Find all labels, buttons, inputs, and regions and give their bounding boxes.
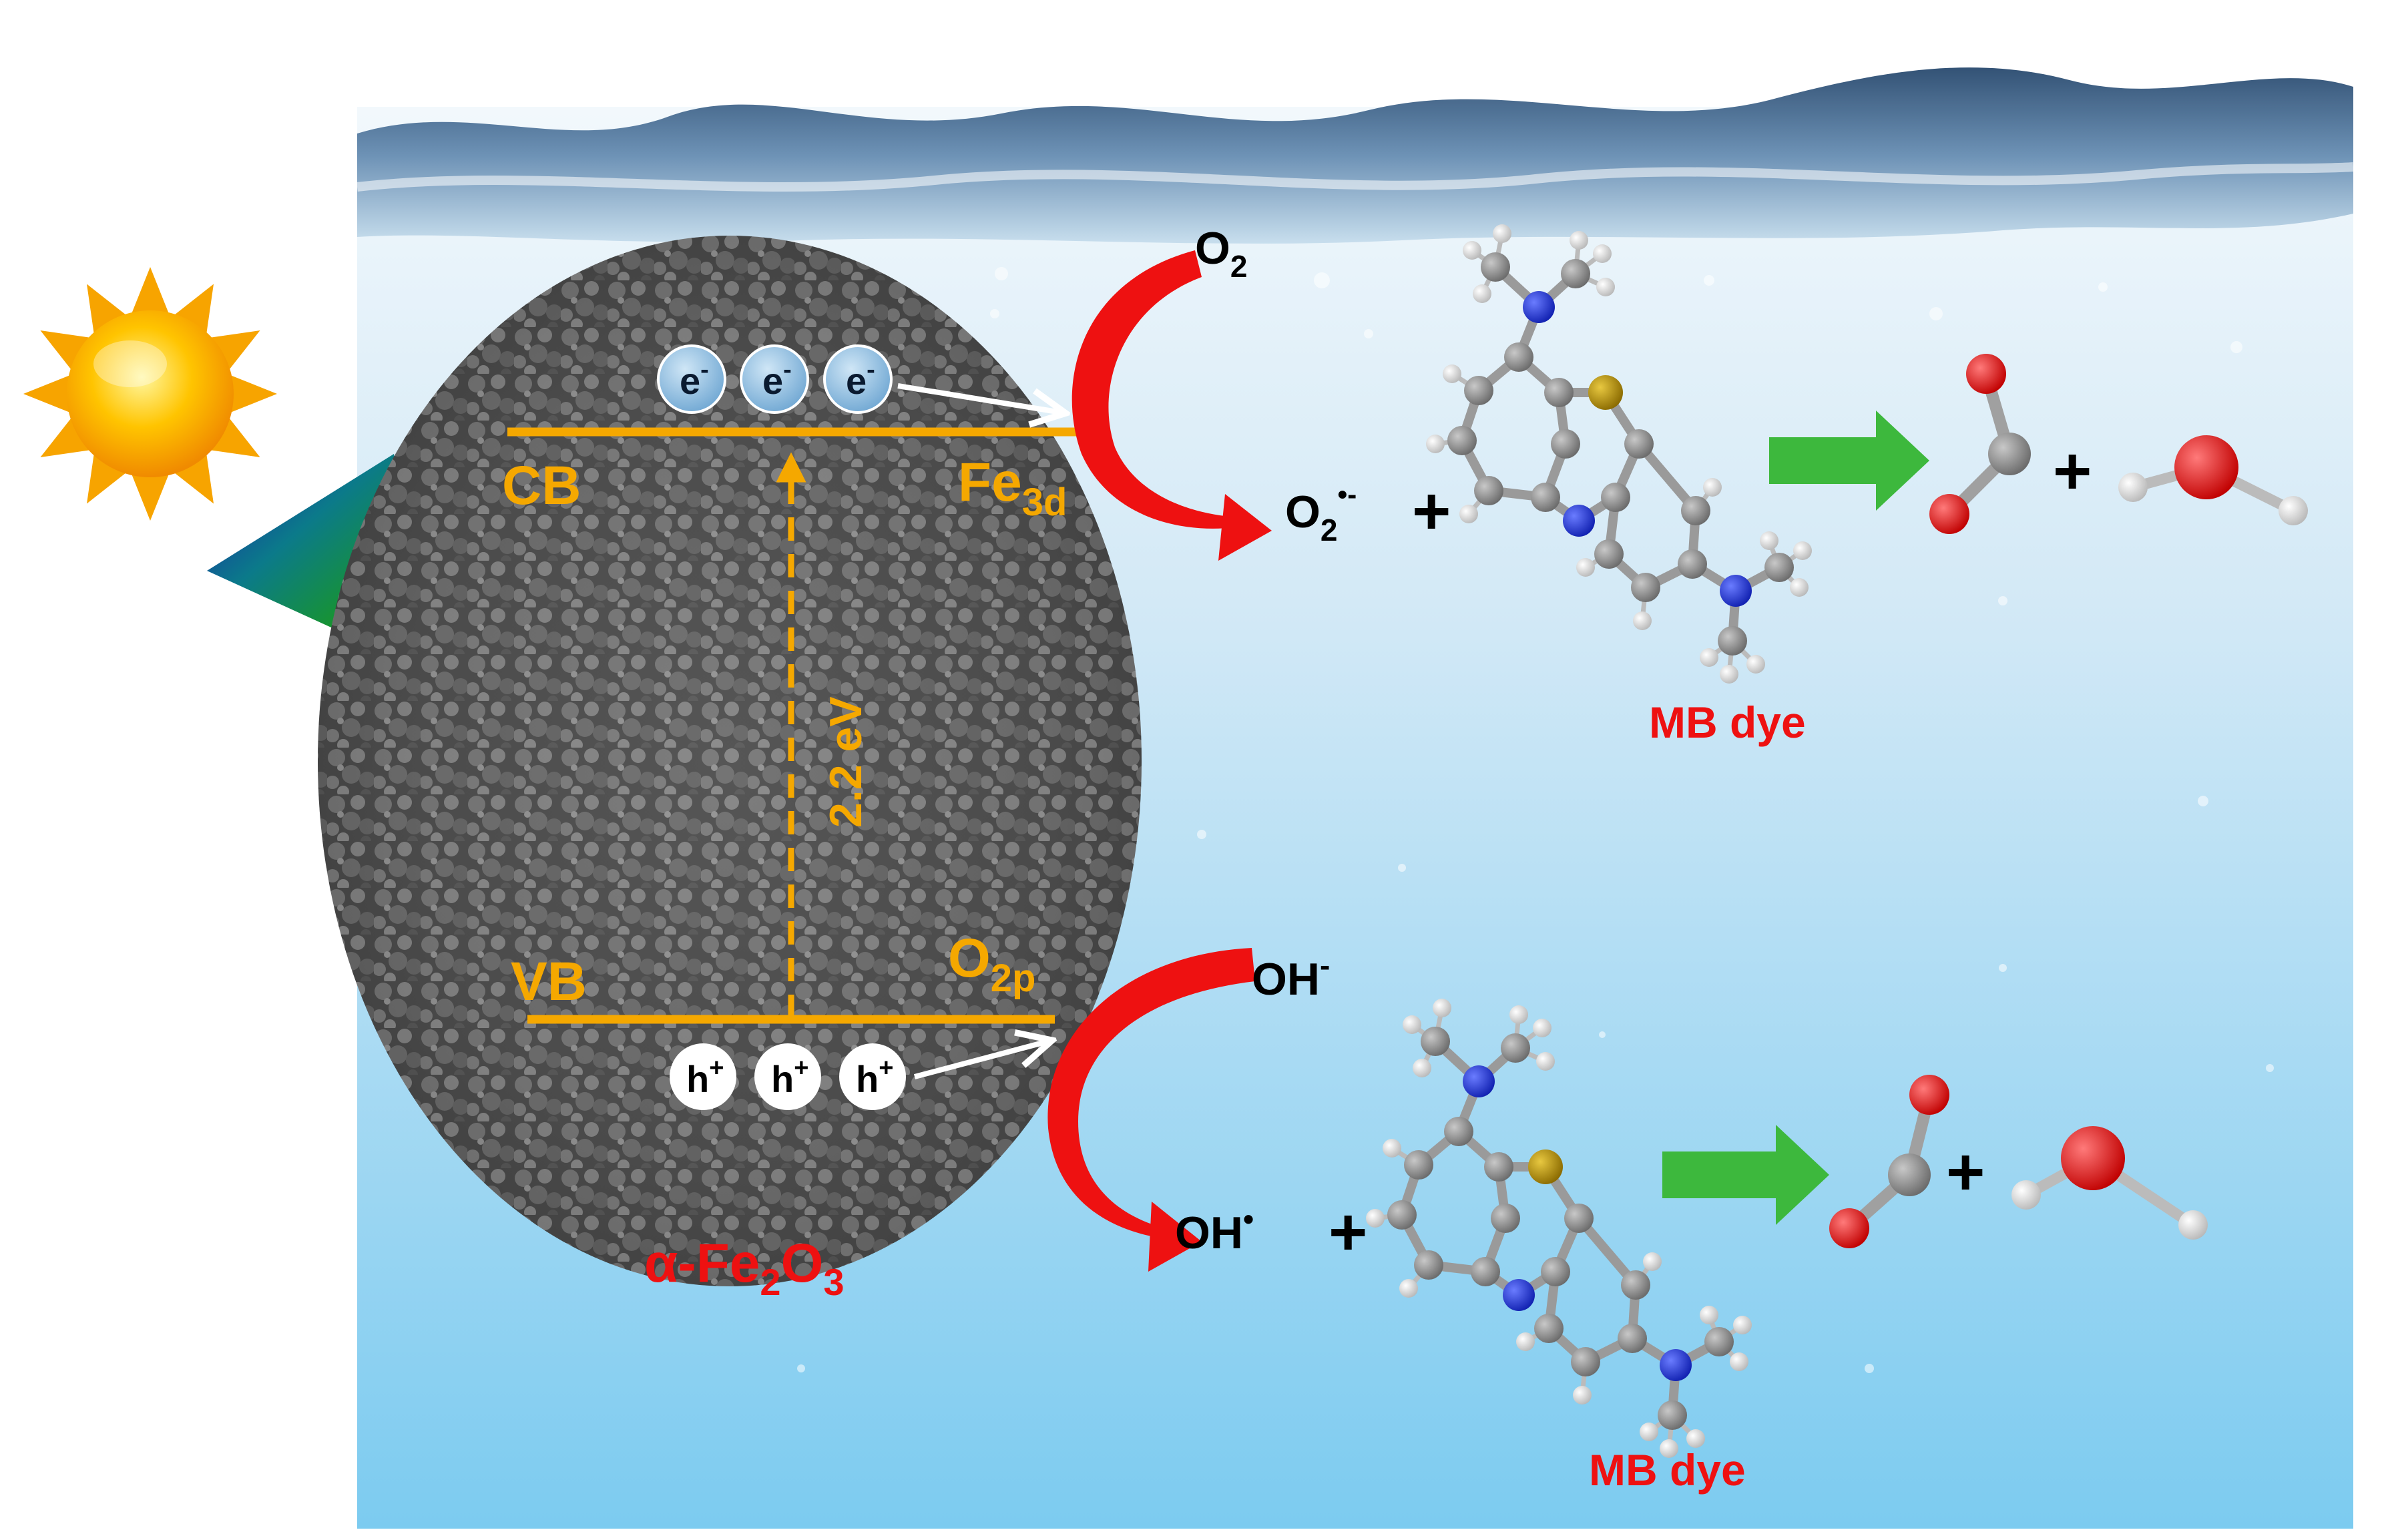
band-gap-label: 2.2 eV: [820, 696, 871, 828]
svg-text:h+: h+: [856, 1054, 893, 1100]
electron-transfer-arrow: [897, 383, 1061, 413]
o2p-label: O2p: [948, 928, 1035, 1000]
hydroxyl-radical-label: OH•: [1175, 1202, 1254, 1258]
mb-dye-label-top: MB dye: [1649, 698, 1806, 747]
reduction-curved-arrow: [1071, 250, 1272, 561]
mb-dye-molecule-bottom: [1366, 999, 1752, 1458]
electrons: e- e- e-: [657, 344, 893, 414]
hematite-particle: [318, 236, 1142, 1286]
co2-molecule-top: [1929, 354, 2031, 534]
mb-dye-label-bottom: MB dye: [1589, 1445, 1746, 1495]
plus-sign-top-products: +: [2053, 434, 2092, 509]
hydroxide-label: OH-: [1252, 948, 1330, 1005]
hole: h+: [670, 1043, 736, 1110]
fe3d-label: Fe3d: [958, 452, 1067, 524]
svg-text:e-: e-: [680, 356, 709, 402]
co2-molecule-bottom: [1829, 1075, 1949, 1248]
oxygen-label: O2: [1195, 223, 1248, 284]
plus-sign-bottom: +: [1329, 1195, 1367, 1270]
water-molecule-top: [2118, 435, 2308, 525]
hole-transfer-arrow: [913, 1041, 1048, 1079]
plus-sign-top: +: [1412, 474, 1451, 549]
hole: h+: [839, 1043, 906, 1110]
electron: e-: [823, 344, 893, 414]
plus-sign-bottom-products: +: [1946, 1135, 1985, 1210]
svg-text:h+: h+: [771, 1054, 808, 1100]
vb-label: VB: [511, 951, 587, 1012]
green-arrow-top: [1769, 411, 1929, 511]
green-arrow-bottom: [1662, 1125, 1829, 1225]
sun-icon: [23, 267, 277, 521]
electron: e-: [657, 344, 726, 414]
water-molecule-bottom: [2011, 1126, 2208, 1240]
svg-text:e-: e-: [846, 356, 875, 402]
svg-text:e-: e-: [762, 356, 792, 402]
hole: h+: [754, 1043, 821, 1110]
oxidation-curved-arrow: [1047, 948, 1255, 1272]
electron: e-: [740, 344, 809, 414]
superoxide-label: O2•-: [1285, 479, 1357, 547]
catalyst-label: α-Fe2O3: [644, 1233, 845, 1303]
cb-label: CB: [502, 455, 581, 516]
holes: h+ h+ h+: [670, 1043, 906, 1110]
mb-dye-molecule-top: [1426, 224, 1812, 684]
svg-text:h+: h+: [686, 1054, 724, 1100]
